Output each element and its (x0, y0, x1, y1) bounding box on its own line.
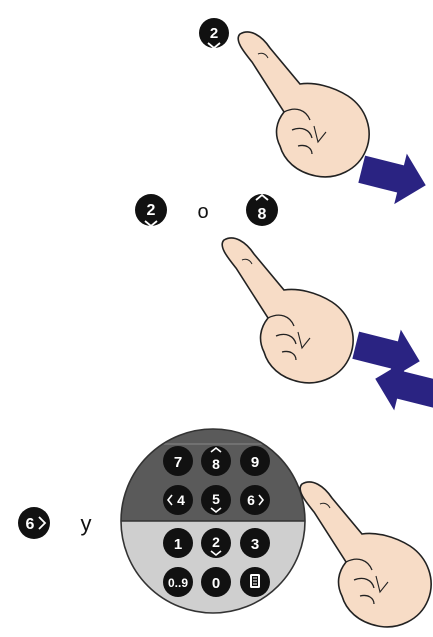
svg-text:9: 9 (251, 454, 259, 471)
svg-text:3: 3 (251, 536, 259, 553)
svg-text:0..9: 0..9 (168, 576, 188, 590)
step1-key-2: 2 (199, 18, 229, 48)
svg-text:6: 6 (26, 516, 35, 533)
svg-text:8: 8 (258, 206, 267, 223)
keypad-key-8[interactable]: 8 (201, 446, 231, 476)
svg-text:2: 2 (210, 25, 218, 42)
svg-text:6: 6 (247, 492, 255, 508)
svg-text:7: 7 (174, 454, 182, 471)
connector-y: y (81, 511, 92, 536)
svg-text:5: 5 (212, 491, 220, 507)
step3-key-6: 6 (18, 507, 50, 539)
pointing-hand-icon (222, 238, 353, 383)
keypad-key-5[interactable]: 5 (201, 485, 231, 515)
connector-o: o (197, 201, 208, 223)
svg-text:1: 1 (174, 536, 182, 553)
keypad-key-6[interactable]: 6 (240, 485, 270, 515)
step2-key-8: 8 (246, 194, 278, 226)
arrow-right-icon (355, 144, 432, 210)
svg-text:2: 2 (147, 202, 156, 219)
keypad-key-4[interactable]: 4 (163, 485, 193, 515)
keypad-key-card[interactable] (240, 567, 270, 597)
keypad-key-0[interactable]: 0 (201, 567, 231, 597)
keypad-key-0-9[interactable]: 0..9 (163, 567, 193, 597)
keypad-key-7[interactable]: 7 (163, 446, 193, 476)
keypad-key-9[interactable]: 9 (240, 446, 270, 476)
keypad-key-2[interactable]: 2 (201, 528, 231, 558)
svg-text:4: 4 (177, 492, 185, 508)
svg-text:2: 2 (212, 534, 220, 550)
step2-key-2: 2 (135, 194, 167, 226)
keypad-key-1[interactable]: 1 (163, 528, 193, 558)
card-icon (250, 574, 260, 588)
pointing-hand-icon (300, 482, 431, 627)
svg-text:8: 8 (212, 456, 220, 472)
svg-text:0: 0 (212, 575, 220, 592)
keypad: 7 8 9 4 5 6 1 (121, 429, 305, 613)
keypad-key-3[interactable]: 3 (240, 528, 270, 558)
pointing-hand-icon (238, 32, 369, 177)
